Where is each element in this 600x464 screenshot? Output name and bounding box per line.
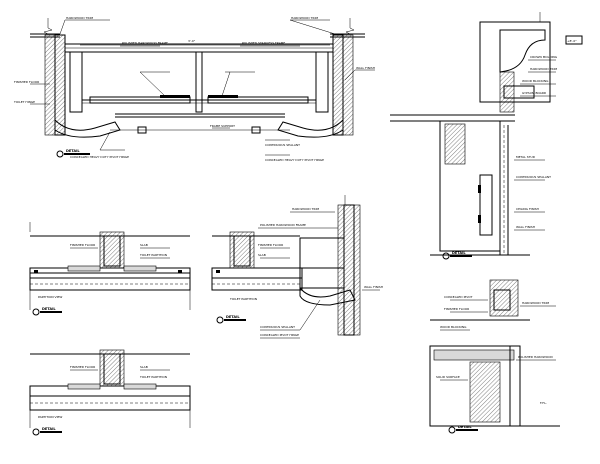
d7-callout-wood-blocking: WOOD BLOCKING <box>440 325 467 329</box>
d4-callout-pivot-hinge: CONCEALED PIVOT HINGE <box>260 333 299 337</box>
d5-callout-finished-floor: FINISHED FLOOR <box>70 365 95 369</box>
detail-7-floor-section: CONCEALED PIVOT FINISHED FLOOR HARDWOOD … <box>429 279 560 434</box>
detail-5-title: DETAIL <box>42 427 56 431</box>
callout-toilet-hinge: TOILET HINGE <box>13 100 35 104</box>
detail-6-title: DETAIL <box>452 251 466 255</box>
d6-callout-gypsum-board: GYPSUM BOARD <box>522 91 547 95</box>
callout-hardwood-trim-right: HARDWOOD TRIM <box>291 16 318 20</box>
d6-level-tag: +8'-0" <box>567 39 577 43</box>
detail-2-partition-section: FINISHED FLOOR SLAB TOILET PARTITION PAR… <box>29 222 191 316</box>
d2-callout-slab: SLAB <box>140 243 148 247</box>
d7-callout-concealed-pivot: CONCEALED PIVOT <box>444 295 473 299</box>
d6-callout-ceiling-finish: CEILING FINISH <box>516 207 539 211</box>
d5-callout-partition: TOILET PARTITION <box>139 375 167 379</box>
d6-callout-hardwood-trim: HARDWOOD TRIM <box>530 67 557 71</box>
callout-continuous-sealant: CONTINUOUS SEALANT <box>265 143 300 147</box>
d7-level-tag: F.F.L. <box>540 401 547 405</box>
d7-callout-finished-floor: FINISHED FLOOR <box>444 307 469 311</box>
callout-hardwood-trim-left: HARDWOOD TRIM <box>66 16 93 20</box>
d4-callout-polished-hardwood-frame: POLISHED HARDWOOD FRAME <box>260 223 306 227</box>
d7-callout-hardwood-trim: HARDWOOD TRIM <box>522 301 549 305</box>
d3-callout-slab: SLAB <box>258 253 266 257</box>
d6-callout-wood-blocking: WOOD BLOCKING <box>522 79 549 83</box>
detail-1-title: DETAIL <box>66 149 80 153</box>
d7-callout-solid-surface: SOLID SURFACE <box>436 375 460 379</box>
d6-callout-wall-finish: WALL FINISH <box>516 225 535 229</box>
detail-1-plan-section: HARDWOOD TRIM POLISHED HARDWOOD FRAME PO… <box>13 16 375 162</box>
d3-callout-finished-floor: FINISHED FLOOR <box>258 243 283 247</box>
d6-callout-crown-molding: CROWN MOLDING <box>530 55 558 59</box>
callout-pivot-hinge-right: CONCEALED HEAVY DUTY PIVOT HINGE <box>265 158 324 162</box>
d3-callout-partition: TOILET PARTITION <box>229 297 257 301</box>
d4-callout-hardwood-trim: HARDWOOD TRIM <box>292 207 319 211</box>
detail-5-partition-section: FINISHED FLOOR SLAB TOILET PARTITION PAR… <box>29 349 191 436</box>
d6-callout-sealant: CONTINUOUS SEALANT <box>516 175 551 179</box>
callout-wall-finish: WALL FINISH <box>356 66 375 70</box>
d5-subtitle: PARTITION VIEW <box>38 415 62 419</box>
d4-callout-wall-finish: WALL FINISH <box>364 285 383 289</box>
callout-frame-support: FRAME SUPPORT <box>210 124 235 128</box>
callout-polished-hardwood-frame: POLISHED HARDWOOD FRAME <box>122 41 168 45</box>
detail-3-partition-section: FINISHED FLOOR SLAB TOILET PARTITION DET… <box>211 231 303 324</box>
dimension-label: 3'-0" <box>188 39 196 43</box>
callout-polished-stainless-frame: POLISHED STAINLESS FRAME <box>242 41 285 45</box>
d2-subtitle: PARTITION VIEW <box>38 295 62 299</box>
detail-2-title: DETAIL <box>42 307 56 311</box>
d7-callout-polished-hardwood: POLISHED HARDWOOD <box>518 355 553 359</box>
d4-callout-sealant: CONTINUOUS SEALANT <box>260 325 295 329</box>
callout-pivot-hinge-left: CONCEALED HEAVY DUTY PIVOT HINGE <box>70 155 129 159</box>
detail-4-plan-section: POLISHED HARDWOOD FRAME HARDWOOD TRIM WA… <box>258 195 383 339</box>
d2-callout-finished-floor: FINISHED FLOOR <box>70 243 95 247</box>
detail-6-vertical-section: CROWN MOLDING HARDWOOD TRIM WOOD BLOCKIN… <box>390 12 583 260</box>
detail-7-title: DETAIL <box>458 425 472 429</box>
d2-callout-toilet-partition: TOILET PARTITION <box>139 253 167 257</box>
d5-callout-slab: SLAB <box>140 365 148 369</box>
d6-callout-metal-stud: METAL STUD <box>516 155 536 159</box>
detail-3-title: DETAIL <box>226 315 240 319</box>
callout-finished-floor: FINISHED FLOOR <box>14 80 39 84</box>
